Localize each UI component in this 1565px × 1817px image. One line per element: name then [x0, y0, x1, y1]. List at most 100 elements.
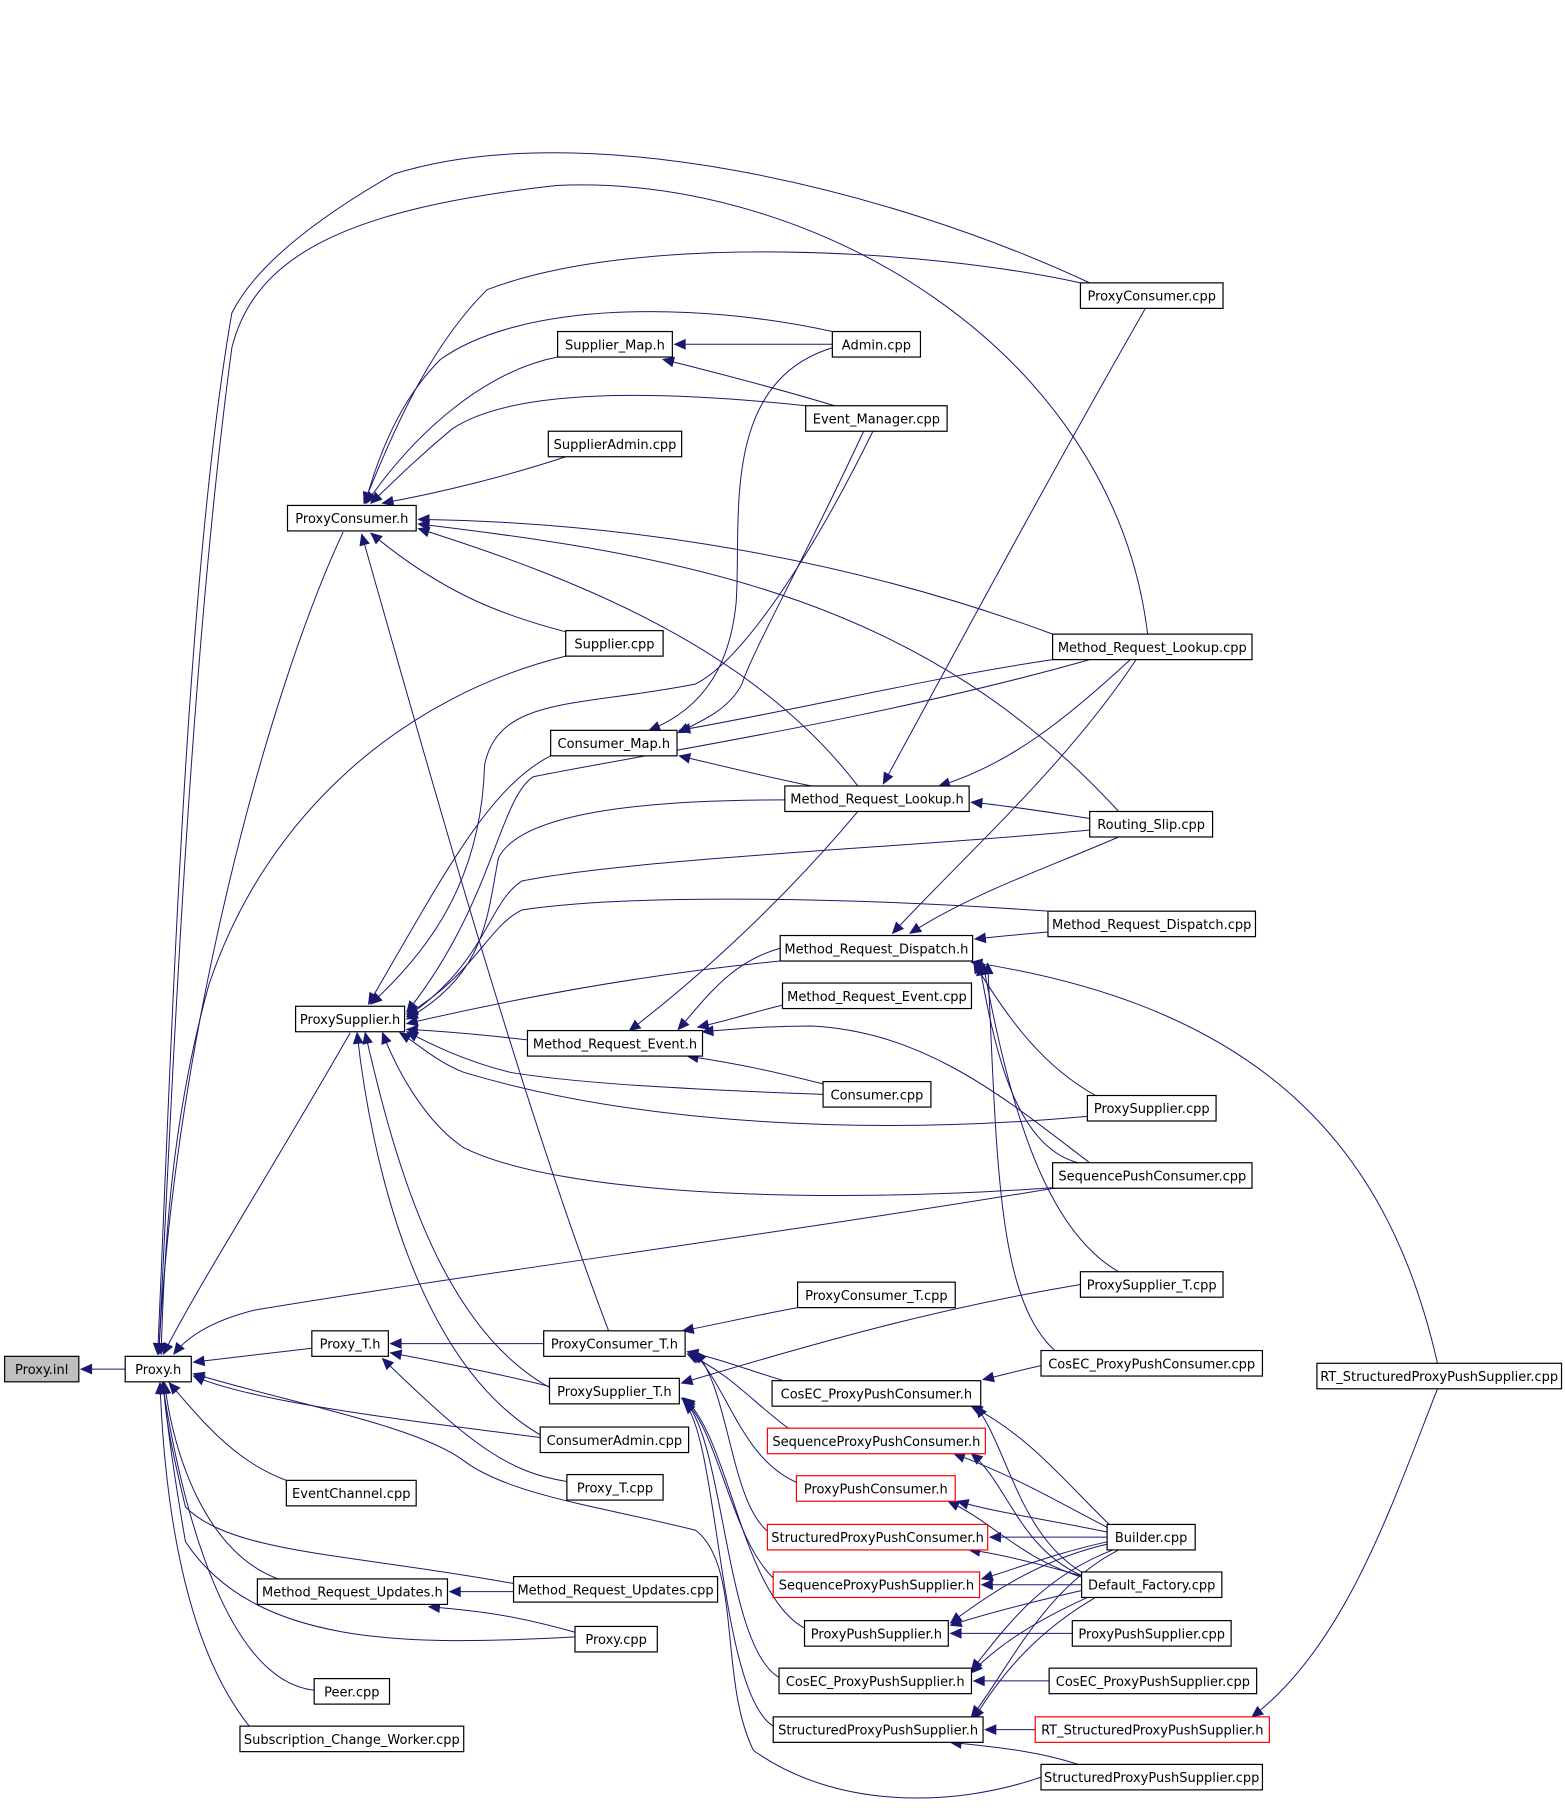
node-box [313, 1678, 391, 1705]
node-supplier-map-h[interactable]: Supplier_Map.h [556, 330, 673, 358]
node-mru-h[interactable]: Method_Request_Updates.h [256, 1578, 449, 1606]
node-label: Builder.cpp [1115, 1531, 1188, 1546]
node-consumeradmin-cpp[interactable]: ConsumerAdmin.cpp [539, 1426, 690, 1454]
node-label: ProxyConsumer.cpp [1087, 290, 1216, 305]
arrow-head-proxysupplier_h [406, 1000, 418, 1013]
node-admin-cpp[interactable]: Admin.cpp [831, 330, 922, 358]
node-cos-pps-cpp[interactable]: CosEC_ProxyPushSupplier.cpp [1048, 1667, 1258, 1695]
node-proxyconsumer-h[interactable]: ProxyConsumer.h [286, 504, 417, 532]
node-str-pps-h[interactable]: StructuredProxyPushSupplier.h [772, 1716, 984, 1743]
node-mrl-h[interactable]: Method_Request_Lookup.h [784, 785, 970, 813]
edge-event_manager_cpp-to-consumer_map_h [677, 431, 865, 734]
edge-str_ppc_h-to-proxyconsumer_t_h [695, 1351, 772, 1535]
node-consumer-cpp[interactable]: Consumer.cpp [822, 1080, 932, 1108]
arrow-head-proxy_h [173, 1342, 185, 1355]
node-proxysupplier-h[interactable]: ProxySupplier.h [295, 1005, 406, 1033]
node-proxy-t-h[interactable]: Proxy_T.h [311, 1330, 389, 1357]
node-label: Admin.cpp [842, 338, 911, 353]
edge-proxy_cpp-to-proxy_h [162, 1382, 576, 1642]
node-box [1034, 1716, 1270, 1743]
edge-mre_cpp-to-mre_h [697, 1004, 783, 1028]
node-label: CosEC_ProxyPushConsumer.h [781, 1387, 973, 1402]
arrow-head-mrd_h [982, 962, 994, 975]
node-mru-cpp[interactable]: Method_Request_Updates.cpp [512, 1575, 719, 1603]
node-supplier-cpp[interactable]: Supplier.cpp [565, 630, 664, 657]
node-label: SequencePushConsumer.cpp [1058, 1169, 1246, 1184]
node-str-ppc-h[interactable]: StructuredProxyPushConsumer.h [766, 1523, 989, 1551]
node-routing-slip-cpp[interactable]: Routing_Slip.cpp [1089, 810, 1214, 838]
node-eventchannel-cpp[interactable]: EventChannel.cpp [285, 1479, 417, 1507]
node-mre-cpp[interactable]: Method_Request_Event.cpp [781, 982, 973, 1010]
arrow-head-mre_h [701, 1025, 714, 1037]
node-supplieradmin-cpp[interactable]: SupplierAdmin.cpp [547, 430, 683, 458]
arrow-head-mrd_h [891, 921, 905, 935]
node-pps-h[interactable]: ProxyPushSupplier.h [803, 1620, 949, 1647]
node-box [566, 1473, 664, 1501]
node-cos-pps-h[interactable]: CosEC_ProxyPushSupplier.h [778, 1667, 973, 1695]
node-pps-cpp[interactable]: ProxyPushSupplier.cpp [1071, 1620, 1232, 1647]
node-str-pps-cpp[interactable]: StructuredProxyPushSupplier.cpp [1040, 1763, 1264, 1791]
arrow-head-mrd_h [970, 958, 984, 970]
node-seqpushconsumer-cpp[interactable]: SequencePushConsumer.cpp [1052, 1162, 1253, 1189]
node-seq-pps-h[interactable]: SequenceProxyPushSupplier.h [772, 1571, 981, 1599]
edge-mrl_cpp-to-proxyconsumer_h [418, 518, 1053, 635]
node-mrd-h[interactable]: Method_Request_Dispatch.h [779, 934, 974, 962]
arrow-head-proxy_t_h [389, 1349, 403, 1361]
node-proxysupplier-t-cpp[interactable]: ProxySupplier_T.cpp [1079, 1271, 1224, 1298]
node-box [805, 405, 948, 432]
node-proxyconsumer-t-h[interactable]: ProxyConsumer_T.h [543, 1330, 686, 1357]
node-box [784, 785, 970, 813]
node-ppc-h[interactable]: ProxyPushConsumer.h [795, 1475, 956, 1502]
node-cos-ppc-cpp[interactable]: CosEC_ProxyPushConsumer.cpp [1040, 1349, 1264, 1377]
arrow-head-mrl_h [882, 771, 894, 785]
arrow-head-proxy_inl [79, 1363, 93, 1375]
node-builder-cpp[interactable]: Builder.cpp [1106, 1523, 1196, 1551]
node-proxyconsumer-t-cpp[interactable]: ProxyConsumer_T.cpp [796, 1281, 956, 1309]
edge-mrl_cpp-to-proxy_h [158, 184, 1149, 1355]
node-rt-str-pps-h[interactable]: RT_StructuredProxyPushSupplier.h [1034, 1716, 1270, 1743]
node-label: ProxyPushSupplier.h [811, 1627, 942, 1642]
node-mre-h[interactable]: Method_Request_Event.h [526, 1029, 704, 1057]
node-consumer-map-h[interactable]: Consumer_Map.h [550, 729, 678, 757]
node-rt-str-pps-cpp[interactable]: RT_StructuredProxyPushSupplier.cpp [1316, 1362, 1563, 1390]
edge-builder_cpp-to-seq_pps_h [981, 1541, 1108, 1580]
edge-mrl_h-to-mre_h [629, 811, 859, 1031]
arrow-head-proxyconsumer_h [370, 491, 383, 504]
edge-mrl_h-to-proxyconsumer_h [418, 528, 859, 787]
edge-rt_str_pps_cpp-to-rt_str_pps_h [1251, 1388, 1438, 1718]
node-box [1052, 1162, 1253, 1189]
arrow-head-mre_h [677, 1017, 690, 1031]
node-box [803, 1620, 949, 1647]
arrow-head-proxy_h [168, 1382, 181, 1395]
edge-proxy_t_cpp-to-proxy_t_h [382, 1358, 567, 1483]
edge-rt_str_pps_cpp-to-mrd_h [971, 961, 1438, 1364]
arrow-head-proxysupplier_h [398, 1032, 413, 1044]
node-label: Proxy.h [135, 1363, 181, 1378]
edge-default_factory_cpp-to-seq_ppc_h [971, 1453, 1090, 1580]
node-proxy-inl[interactable]: Proxy.inl [4, 1355, 80, 1383]
node-proxyconsumer-cpp[interactable]: ProxyConsumer.cpp [1079, 282, 1224, 309]
node-box [1071, 1620, 1232, 1647]
node-box [778, 1667, 973, 1695]
node-proxy-cpp[interactable]: Proxy.cpp [574, 1625, 658, 1653]
node-default-factory-cpp[interactable]: Default_Factory.cpp [1080, 1571, 1223, 1599]
node-mrl-cpp[interactable]: Method_Request_Lookup.cpp [1052, 633, 1253, 661]
node-proxysupplier-cpp[interactable]: ProxySupplier.cpp [1086, 1094, 1217, 1122]
node-event-manager-cpp[interactable]: Event_Manager.cpp [805, 405, 948, 432]
edge-proxyconsumer_h-to-proxy_h [158, 531, 344, 1355]
node-seq-ppc-h[interactable]: SequenceProxyPushConsumer.h [766, 1427, 986, 1455]
node-label: ProxyPushConsumer.h [804, 1482, 948, 1497]
node-box [1086, 1094, 1217, 1122]
node-label: ConsumerAdmin.cpp [547, 1434, 683, 1449]
node-cos-ppc-h[interactable]: CosEC_ProxyPushConsumer.h [771, 1380, 982, 1407]
node-proxy-t-cpp[interactable]: Proxy_T.cpp [566, 1473, 664, 1501]
node-label: ProxySupplier.h [300, 1013, 400, 1028]
node-peer-cpp[interactable]: Peer.cpp [313, 1678, 391, 1705]
node-proxy-h[interactable]: Proxy.h [124, 1355, 192, 1383]
node-proxysupplier-t-h[interactable]: ProxySupplier_T.h [548, 1377, 680, 1405]
edge-eventchannel_cpp-to-proxy_h [168, 1382, 287, 1481]
node-scw-cpp[interactable]: Subscription_Change_Worker.cpp [239, 1725, 465, 1753]
node-label: Method_Request_Event.h [533, 1037, 697, 1052]
node-mrd-cpp[interactable]: Method_Request_Dispatch.cpp [1047, 910, 1257, 938]
edge-seqpushconsumer_cpp-to-mre_h [702, 1025, 1091, 1164]
